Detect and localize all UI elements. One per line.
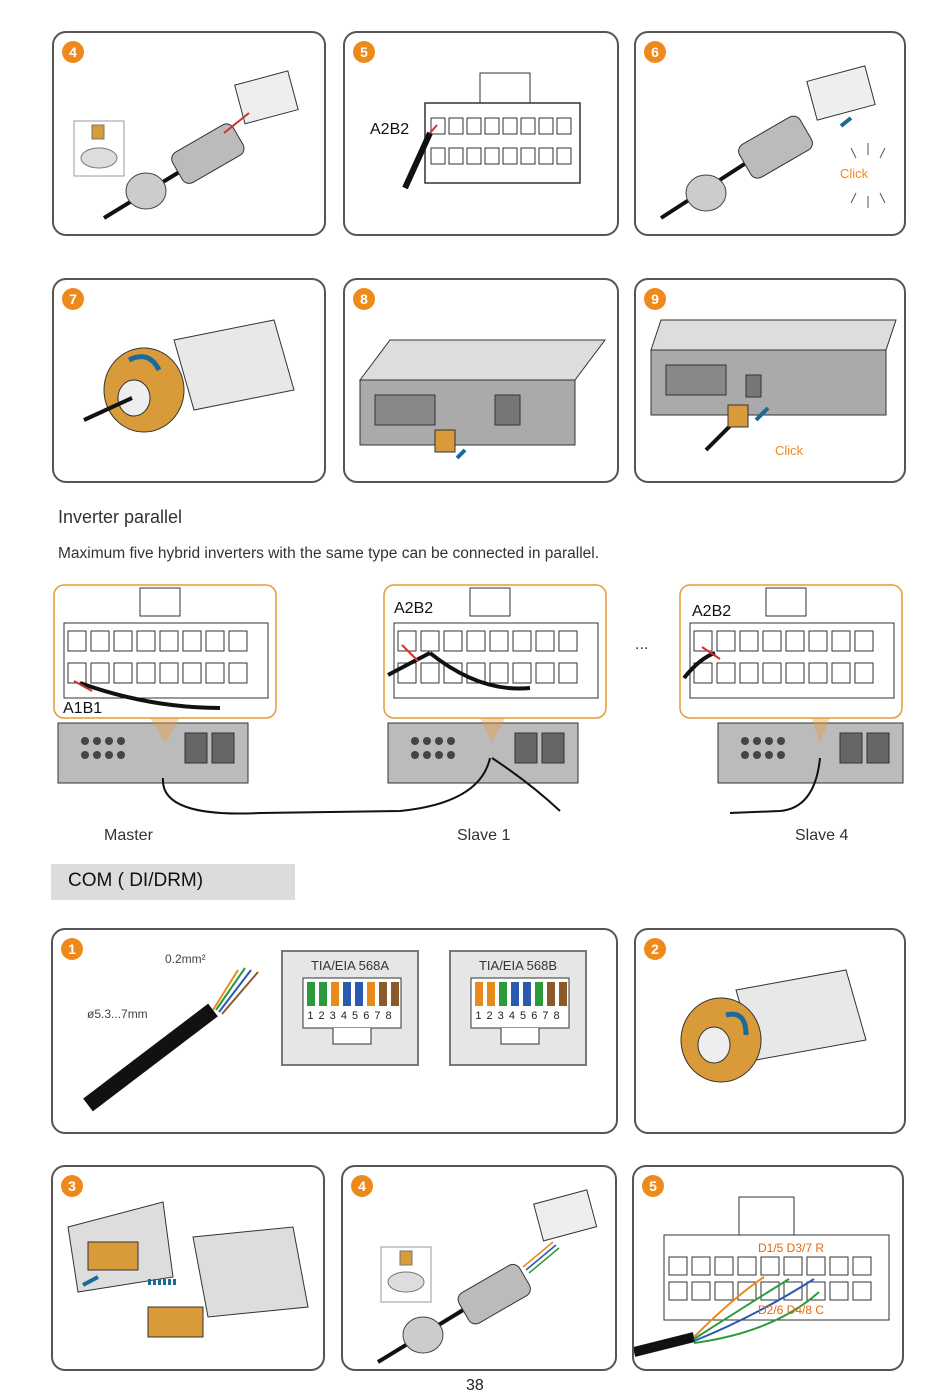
step-badge: 9 — [644, 288, 666, 310]
com-step-5-panel: 5 D1/5 D3/7 R D2/6 D4/8 C — [632, 1165, 904, 1371]
com-step-4-panel: 4 — [341, 1165, 617, 1371]
master-caption: Master — [104, 827, 153, 845]
step-4-panel: 4 — [52, 31, 326, 236]
step-badge: 8 — [353, 288, 375, 310]
step-badge: 3 — [61, 1175, 83, 1197]
connector-assembly-illustration — [54, 33, 326, 236]
page-number: 38 — [466, 1377, 484, 1395]
terminal-label: A2B2 — [370, 121, 409, 139]
section-description: Maximum five hybrid inverters with the s… — [58, 545, 599, 563]
ellipsis: ... — [635, 636, 648, 654]
inverter-connect-illustration — [636, 280, 906, 483]
slave1-port-label: A2B2 — [394, 600, 433, 618]
wiring-top-label: D1/5 D3/7 R — [758, 1241, 824, 1255]
com-step-1-panel: 1 0.2mm² ø5.3...7mm TIA/EIA 568A 1 2 3 4… — [51, 928, 618, 1134]
com-step-3-panel: 3 — [51, 1165, 325, 1371]
tia-568b-box: TIA/EIA 568B 1 2 3 4 5 6 7 8 — [449, 950, 587, 1066]
slave4-caption: Slave 4 — [795, 827, 848, 845]
connector-insert-illustration — [636, 33, 906, 236]
inverter-port-illustration — [345, 280, 619, 483]
step-8-panel: 8 — [343, 278, 619, 483]
std-b-pins: 1 2 3 4 5 6 7 8 — [451, 1010, 585, 1022]
slave4-port-label: A2B2 — [692, 603, 731, 621]
step-badge: 4 — [351, 1175, 373, 1197]
master-port-label: A1B1 — [63, 700, 102, 718]
step-badge: 6 — [644, 41, 666, 63]
step-badge: 7 — [62, 288, 84, 310]
step-badge: 4 — [62, 41, 84, 63]
com-section-title: COM ( DI/DRM) — [68, 870, 203, 892]
std-a-pins: 1 2 3 4 5 6 7 8 — [283, 1010, 417, 1022]
tighten-nut-illustration — [636, 930, 906, 1134]
parallel-wiring-diagram — [0, 583, 950, 823]
connector-disassembly-illustration — [53, 1167, 325, 1371]
step-9-panel: 9 Click — [634, 278, 906, 483]
step-6-panel: 6 Click — [634, 31, 906, 236]
tighten-nut-illustration — [54, 280, 326, 483]
step-7-panel: 7 — [52, 278, 326, 483]
step-badge: 2 — [644, 938, 666, 960]
step-badge: 5 — [353, 41, 375, 63]
connector-assembly-illustration — [343, 1167, 617, 1371]
step-badge: 1 — [61, 938, 83, 960]
step-badge: 5 — [642, 1175, 664, 1197]
com-step-2-panel: 2 — [634, 928, 906, 1134]
section-heading: Inverter parallel — [58, 507, 182, 528]
com-terminal-wiring-illustration — [634, 1167, 904, 1371]
tia-568a-box: TIA/EIA 568A 1 2 3 4 5 6 7 8 — [281, 950, 419, 1066]
wiring-bottom-label: D2/6 D4/8 C — [758, 1303, 824, 1317]
com-section-bar: COM ( DI/DRM) — [51, 864, 295, 900]
slave1-caption: Slave 1 — [457, 827, 510, 845]
click-indicator: Click — [840, 166, 868, 181]
click-indicator: Click — [775, 443, 803, 458]
step-5-panel: 5 A2B2 — [343, 31, 619, 236]
